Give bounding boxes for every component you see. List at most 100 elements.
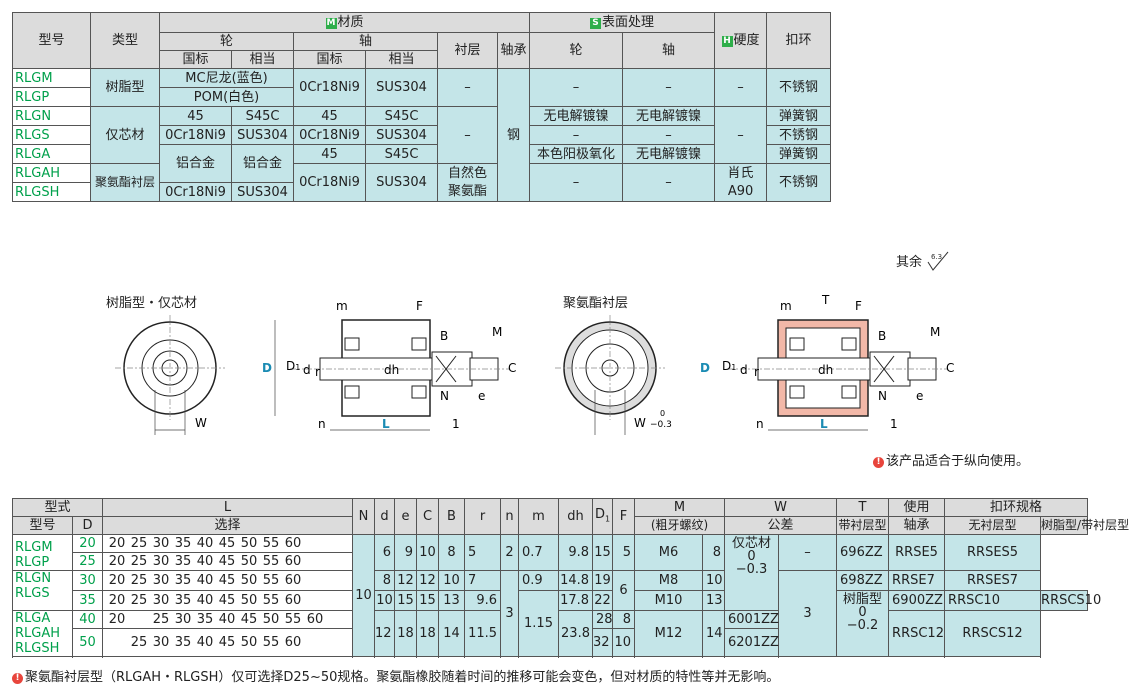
material-badge-icon: M [325,18,337,29]
dim-1-right: 1 [890,417,898,431]
header-B: B [438,498,466,535]
surface-n-shaft: 无电解镀镍 [622,106,716,126]
val-D1-2: 19 [592,570,614,591]
val-W-4: 14 [702,610,726,657]
D-35: 35 [71,590,104,611]
val-B-1: 8 [438,534,466,571]
technical-drawings: W D D1 d r dh m F B M C N e n L 1 [115,293,954,435]
surface-s-shaft: – [622,125,716,145]
hardness-resin: – [714,68,768,107]
dim-1-left: 1 [452,417,460,431]
val-r-1: 5 [464,534,502,571]
header-type: 类型 [90,12,160,69]
header-wheel: 轮 [159,32,294,51]
val-dh-1: 9.8 [558,534,594,571]
dim-B-left: B [440,329,448,343]
header-surface-shaft: 轴 [622,32,716,69]
footnote: !聚氨酯衬层型（RLGAH・RLGSH）仅可选择D25~50规格。聚氨酯橡胶随着… [12,666,779,685]
val-s2-1: RRSES5 [944,534,1042,571]
val-bear-4b: 6201ZZ [724,628,780,657]
lining-resin: – [437,68,498,107]
val-bear-2: 698ZZ [836,570,890,591]
header-model-b: 型号 [12,516,73,535]
val-F-2: 6 [612,570,636,611]
header-T-sub: 带衬层型 [836,516,890,535]
val-D1-4a: 28 [592,610,614,629]
header-T: T [836,498,890,517]
snap-a: 弹簧钢 [766,144,832,164]
val-B-4: 14 [438,610,466,657]
header-snap2: 树脂型/带衬层型 [1040,516,1129,535]
dim-T-right: T [821,293,830,307]
dimension-table: 型式 L N d e C B r n m dh D1 F M W T 使用 扣环… [11,498,1129,657]
header-snap-spec: 扣环规格 [944,498,1088,517]
val-r-3: 9.6 [464,590,502,611]
code-rlgp: RLGP [12,87,91,107]
shaft-r-eq: SUS304 [365,68,438,107]
header-wheel-gb: 国标 [159,50,232,69]
dim-d-right: d [740,363,748,377]
dim-D-right: D [700,361,710,375]
shaft-h-eq: SUS304 [365,163,438,202]
val-W-1: 8 [702,534,726,571]
dim-m-right: m [780,299,792,313]
val-e-2: 12 [394,570,418,591]
val-C-2: 12 [416,570,440,591]
header-D1: D1 [592,498,614,535]
lining-pu: 自然色聚氨酯 [437,163,498,202]
type-core: 仅芯材 [90,106,160,164]
dim-n-right: n [756,417,764,431]
dim-W-right: W [634,416,646,430]
figure-title-left: 树脂型・仅芯材 [106,296,198,311]
lining-core: – [437,106,498,164]
val-F-1: 5 [612,534,636,571]
header-M-sub: (粗牙螺纹) [634,516,726,535]
val-T-3: 3 [778,570,838,657]
surface-n-wheel: 无电解镀镍 [529,106,624,126]
surface-resin-wheel: – [529,68,624,107]
front-view-left: W [115,315,225,435]
dim-dh-left: dh [384,363,399,377]
svg-text:6.3: 6.3 [931,253,942,261]
surface-a-wheel: 本色阳极氧化 [529,144,624,164]
val-r-2: 7 [464,570,502,591]
val-D1-3: 22 [592,590,614,611]
header-wheel-equiv: 相当 [231,50,294,69]
header-M: M [634,498,726,517]
val-s1-1: RRSE5 [888,534,946,571]
val-s2-4: RRSCS12 [944,610,1042,657]
val-d-2: 8 [374,570,396,591]
val-W-2: 10 [702,570,726,591]
val-d-4: 12 [374,610,396,657]
snap-pu: 不锈钢 [766,163,832,202]
val-e-1: 9 [394,534,418,571]
shaft-a-eq: S45C [365,144,438,164]
dim-dh-right: dh [818,363,833,377]
surface-badge-icon: S [590,18,602,29]
header-use-sub: 轴承 [888,516,946,535]
val-d-3: 10 [374,590,396,611]
shaft-n-eq: S45C [365,106,438,126]
snap-s: 不锈钢 [766,125,832,145]
code-rlgm: RLGM [12,68,91,88]
header-d: d [374,498,396,535]
dim-N-left: N [440,389,449,403]
val-s2-3: RRSCS10 [1040,590,1101,611]
D-20: 20 [71,534,104,553]
header-e: e [394,498,418,535]
val-s1-3: RRSC10 [944,590,1042,611]
header-shaft: 轴 [293,32,438,51]
header-snap: 扣环 [766,12,832,69]
dim-B-right: B [878,329,886,343]
roughness-symbol-icon: 6.3 [927,251,949,271]
tol-up-right: 0 [660,409,665,418]
code-rlgn: RLGN [12,106,91,126]
dim-F-left: F [416,299,423,313]
val-bear-3: 6900ZZ [888,590,946,611]
